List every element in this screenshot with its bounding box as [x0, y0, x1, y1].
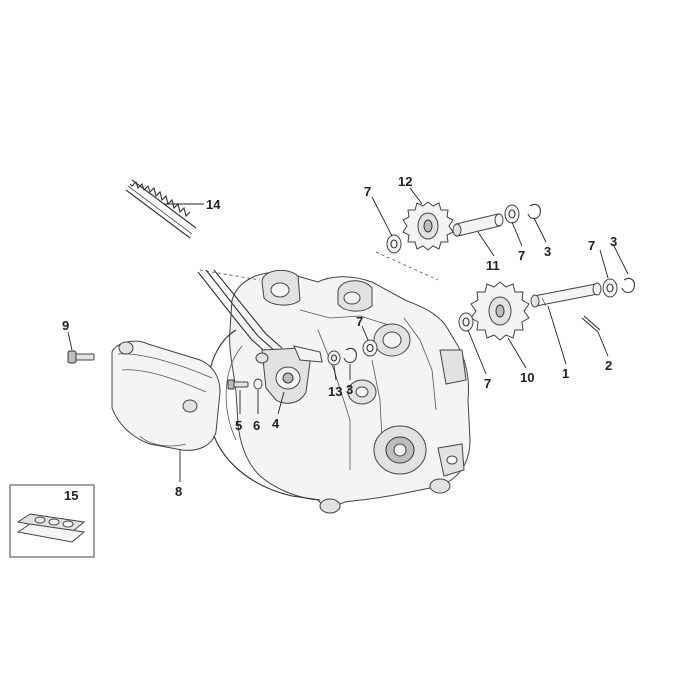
label-7d: 7 [484, 376, 491, 391]
label-7e: 7 [356, 314, 363, 329]
spring-14 [125, 179, 197, 239]
label-2: 2 [605, 358, 612, 373]
label-5: 5 [235, 418, 242, 433]
label-7a: 7 [364, 184, 371, 199]
clip-3-lower [343, 347, 357, 364]
washer-7-lower-left [458, 312, 474, 332]
pin-2 [581, 315, 601, 333]
label-6: 6 [253, 418, 260, 433]
leader-lines [67, 187, 629, 482]
label-10: 10 [520, 370, 534, 385]
crankcase [199, 251, 471, 514]
label-12: 12 [398, 174, 412, 189]
washer-7-housing [362, 339, 378, 357]
label-15: 15 [64, 488, 78, 503]
shaft-1 [530, 282, 602, 308]
label-1: 1 [562, 366, 569, 381]
oil-lines [197, 269, 283, 357]
label-4: 4 [272, 416, 280, 431]
washer-7-far-right [602, 278, 618, 298]
label-11: 11 [486, 258, 500, 273]
clip-3-upper [527, 203, 541, 220]
oil-pump [255, 345, 323, 404]
washer-7-upper-left [386, 234, 402, 254]
label-7b: 7 [518, 248, 525, 263]
clip-3-right [621, 277, 635, 294]
bolt-5 [227, 379, 249, 390]
pump-cover [111, 340, 221, 451]
label-9: 9 [62, 318, 69, 333]
label-13: 13 [328, 384, 342, 399]
washer-13 [327, 350, 341, 366]
label-3c: 3 [346, 382, 353, 397]
label-8: 8 [175, 484, 182, 499]
part-labels: 14 7 12 11 7 3 7 3 1 2 10 7 7 13 3 4 5 6… [62, 174, 617, 503]
gear-10 [470, 281, 530, 341]
washer-7-upper-right [504, 204, 520, 224]
gear-12 [402, 201, 454, 251]
label-3a: 3 [544, 244, 551, 259]
shaft-11 [452, 213, 504, 237]
washer-6 [253, 378, 263, 390]
label-3b: 3 [610, 234, 617, 249]
label-7c: 7 [588, 238, 595, 253]
label-14: 14 [206, 197, 221, 212]
gasket-kit-box [9, 484, 95, 558]
screw-9 [67, 350, 95, 364]
